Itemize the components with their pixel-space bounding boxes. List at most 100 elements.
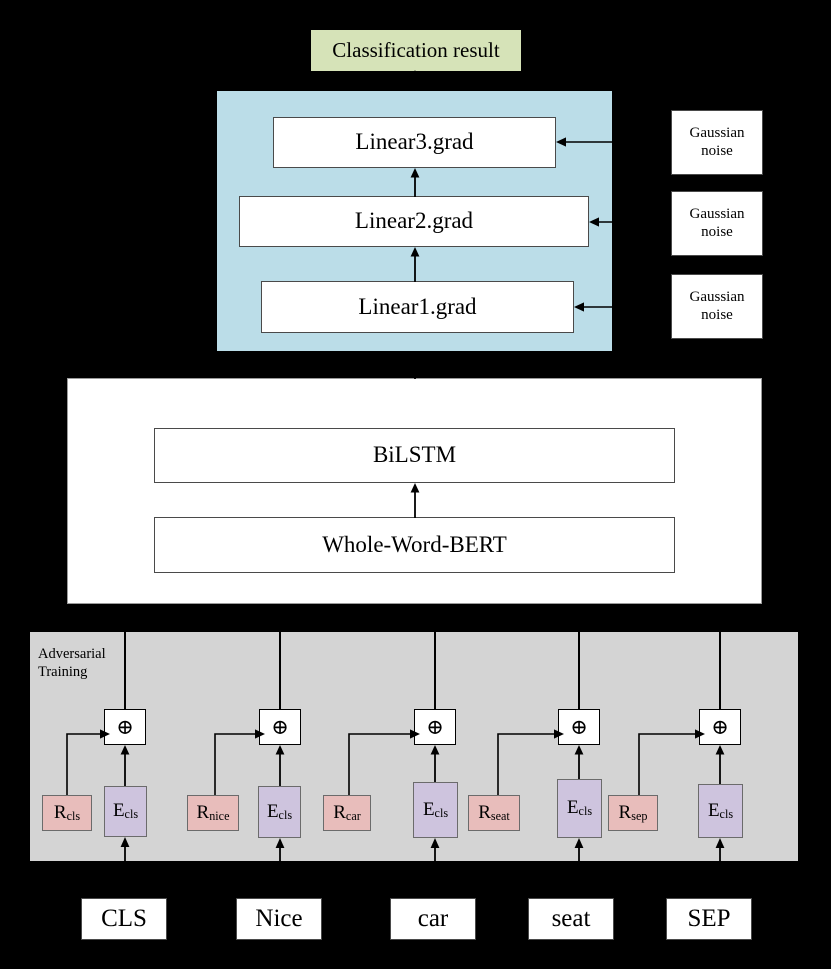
e-box-base: E [707, 799, 720, 821]
arrow-word3-to-e3 [430, 838, 440, 898]
r-box-base: R [333, 801, 346, 823]
r-box-subscript: nice [209, 809, 230, 824]
r-box-sep: Rsep [608, 795, 658, 831]
r-box-base: R [478, 801, 491, 823]
arrow-r3-to-xor3 [348, 729, 420, 800]
arrow-noise3-to-linear1 [574, 302, 671, 312]
word-label: CLS [101, 904, 147, 932]
connector-xor4-up [578, 604, 580, 709]
xor-box-2: ⊕ [259, 709, 301, 745]
arrow-r5-to-xor5 [638, 729, 705, 800]
connector-xor1-up [124, 604, 126, 709]
linear1-grad-box: Linear1.grad [261, 281, 574, 333]
whole-word-bert-box: Whole-Word-BERT [154, 517, 675, 573]
xor-box-4: ⊕ [558, 709, 600, 745]
gaussian-noise-box-2: Gaussian noise [671, 191, 763, 256]
xor-box-3: ⊕ [414, 709, 456, 745]
linear2-grad-box: Linear2.grad [239, 196, 589, 247]
bilstm-label: BiLSTM [372, 442, 457, 468]
classification-result-label: Classification result [332, 38, 500, 63]
e-box-2: Ecls [258, 786, 301, 838]
classification-result-box: Classification result [311, 30, 521, 71]
arrow-linear2-to-linear3 [410, 168, 420, 197]
gaussian-noise-line1: Gaussian [689, 125, 745, 142]
arrow-word1-to-e1 [120, 837, 130, 898]
gaussian-noise-line1: Gaussian [689, 289, 745, 306]
e-box-subscript: cls [278, 808, 293, 823]
gaussian-noise-line2: noise [701, 142, 733, 159]
xor-glyph: ⊕ [570, 714, 588, 739]
xor-box-1: ⊕ [104, 709, 146, 745]
arrow-grad-to-classification [410, 70, 420, 93]
gaussian-noise-box-1: Gaussian noise [671, 110, 763, 175]
connector-xor3-up [434, 604, 436, 709]
bilstm-box: BiLSTM [154, 428, 675, 483]
e-box-3: Ecls [413, 782, 458, 838]
gaussian-noise-box-3: Gaussian noise [671, 274, 763, 339]
e-box-base: E [266, 800, 279, 822]
word-label: car [417, 904, 449, 932]
e-box-4: Ecls [557, 779, 602, 838]
r-box-nice: Rnice [187, 795, 239, 831]
word-box-car: car [390, 898, 476, 940]
xor-glyph: ⊕ [426, 714, 444, 739]
arrow-r4-to-xor4 [497, 729, 564, 800]
r-box-base: R [618, 801, 632, 823]
arrow-encoder-to-gradient-panel [410, 351, 420, 379]
r-box-subscript: cls [66, 809, 81, 824]
arrow-word5-to-e5 [715, 838, 725, 898]
word-box-nice: Nice [236, 898, 322, 940]
arrow-r2-to-xor2 [214, 729, 265, 800]
gaussian-noise-line1: Gaussian [689, 206, 745, 223]
arrow-linear1-to-linear2 [410, 247, 420, 282]
e-box-base: E [566, 797, 579, 819]
r-box-subscript: sep [631, 809, 648, 824]
e-box-subscript: cls [434, 806, 449, 821]
r-box-car: Rcar [323, 795, 371, 831]
linear2-grad-label: Linear2.grad [354, 208, 474, 234]
connector-xor5-up [719, 604, 721, 709]
linear3-grad-box: Linear3.grad [273, 117, 556, 168]
adversarial-training-label: Adversarial Training [38, 646, 106, 681]
e-box-1: Ecls [104, 786, 147, 837]
word-box-seat: seat [528, 898, 614, 940]
r-box-cls: Rcls [42, 795, 92, 831]
xor-glyph: ⊕ [271, 714, 289, 739]
arrow-word2-to-e2 [275, 838, 285, 898]
arrow-r1-to-xor1 [66, 729, 110, 800]
word-label: seat [551, 904, 591, 932]
xor-glyph: ⊕ [116, 714, 134, 739]
r-box-subscript: car [345, 809, 361, 824]
e-box-5: Ecls [698, 784, 743, 838]
e-box-subscript: cls [719, 807, 734, 822]
r-box-seat: Rseat [468, 795, 520, 831]
xor-box-5: ⊕ [699, 709, 741, 745]
word-label: Nice [255, 904, 303, 932]
word-label: SEP [687, 904, 731, 932]
arrow-e4-to-xor4 [574, 745, 584, 779]
arrow-e1-to-xor1 [120, 745, 130, 786]
arrow-e2-to-xor2 [275, 745, 285, 786]
e-box-subscript: cls [124, 807, 139, 822]
whole-word-bert-label: Whole-Word-BERT [322, 531, 507, 557]
xor-glyph: ⊕ [711, 714, 729, 739]
connector-xor2-up [279, 604, 281, 709]
word-box-cls: CLS [81, 898, 167, 940]
r-box-base: R [196, 801, 210, 823]
e-box-base: E [422, 798, 435, 820]
gaussian-noise-line2: noise [701, 223, 733, 240]
arrow-noise1-to-linear3 [556, 137, 671, 147]
linear1-grad-label: Linear1.grad [358, 293, 477, 319]
arrow-bert-to-bilstm [410, 483, 420, 518]
r-box-base: R [53, 801, 67, 823]
e-box-base: E [112, 800, 125, 822]
r-box-subscript: seat [490, 809, 510, 824]
word-box-sep: SEP [666, 898, 752, 940]
e-box-subscript: cls [578, 804, 593, 819]
linear3-grad-label: Linear3.grad [355, 129, 474, 155]
arrow-noise2-to-linear2 [589, 217, 671, 227]
arrow-word4-to-e4 [574, 838, 584, 898]
arrow-e3-to-xor3 [430, 745, 440, 782]
arrow-e5-to-xor5 [715, 745, 725, 784]
